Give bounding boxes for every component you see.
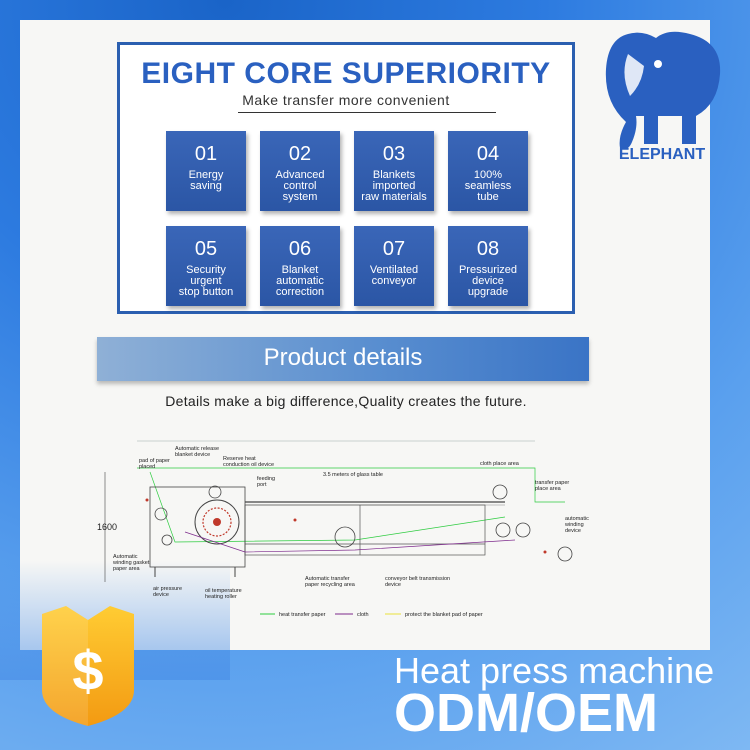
tile-number: 08	[476, 238, 500, 260]
label-pad-paper: pad of paper	[139, 458, 170, 464]
tile-number: 07	[382, 238, 406, 260]
label-reserve-heat-2: conduction oil device	[223, 462, 274, 468]
feature-tile: 03 Blankets imported raw materials	[354, 131, 434, 211]
feature-tile: 05 Security urgent stop button	[166, 226, 246, 306]
label-pad-paper-2: placed	[139, 464, 155, 470]
label-cloth-place: cloth place area	[480, 461, 520, 467]
core-subtitle: Make transfer more convenient	[242, 92, 450, 108]
feature-tile: 06 Blanket automatic correction	[260, 226, 340, 306]
brand-name: ELEPHANT	[618, 146, 706, 163]
tile-label: Blankets imported raw materials	[361, 169, 427, 203]
transfer-paper-path	[137, 467, 565, 503]
tile-number: 04	[476, 143, 500, 165]
label-auto-winding: automatic	[565, 516, 589, 522]
height-label: 1600	[97, 522, 117, 532]
label-glass-table: 3.5 meters of glass table	[323, 472, 383, 478]
tile-label: Security urgent stop button	[178, 264, 234, 298]
feature-tile: 01 Energy saving	[166, 131, 246, 211]
banner-title: Product details	[263, 344, 423, 371]
core-superiority-panel: EIGHT CORE SUPERIORITY Make transfer mor…	[117, 42, 575, 314]
tile-number: 05	[194, 238, 218, 260]
label-auto-release-2: blanket device	[175, 452, 210, 458]
feature-tile: 08 Pressurized device upgrade	[448, 226, 528, 306]
feature-tile: 07 Ventilated conveyor	[354, 226, 434, 306]
product-title: Heat press machine	[394, 650, 715, 691]
tile-number: 02	[288, 143, 312, 165]
label-oil-temp-2: heating roller	[205, 594, 237, 600]
label-air-pressure: air pressure	[153, 586, 182, 592]
label-reserve-heat: Reserve heat	[223, 456, 256, 462]
label-feeding: feeding	[257, 476, 275, 482]
tile-label: Ventilated conveyor	[369, 264, 419, 287]
tile-number: 01	[194, 143, 218, 165]
legend-label: protect the blanket pad of paper	[405, 612, 483, 618]
tile-number: 03	[382, 143, 406, 165]
tile-label: 100% seamless tube	[464, 169, 512, 203]
tile-number: 06	[288, 238, 312, 260]
label-auto-gasket-3: paper area	[113, 566, 141, 572]
tile-label: Energy saving	[188, 169, 224, 192]
label-auto-winding-3: device	[565, 528, 581, 534]
label-auto-release: Automatic release	[175, 446, 219, 452]
machine-diagram: 1600 Automatic release blanket device Re…	[97, 440, 589, 618]
tile-label: Advanced control system	[275, 169, 325, 203]
label-air-pressure-2: device	[153, 592, 169, 598]
dollar-icon: $	[42, 606, 134, 726]
label-oil-temp: oil temperature	[205, 588, 242, 594]
tile-label: Pressurized device upgrade	[458, 264, 518, 298]
legend-label: heat transfer paper	[279, 612, 326, 618]
divider	[238, 112, 496, 113]
label-transfer-paper-2: place area	[535, 486, 562, 492]
label-auto-transfer: Automatic transfer	[305, 576, 350, 582]
label-auto-gasket-2: winding gasket	[112, 560, 150, 566]
label-transfer-paper: transfer paper	[535, 480, 569, 486]
label-auto-transfer-2: paper recycling area	[305, 582, 356, 588]
odm-oem-label: ODM/OEM	[394, 683, 658, 743]
label-auto-winding-2: winding	[564, 522, 584, 528]
label-auto-gasket: Automatic	[113, 554, 138, 560]
label-conveyor: conveyor belt transmission	[385, 576, 450, 582]
elephant-logo-icon	[605, 31, 721, 150]
tile-label: Blanket automatic correction	[275, 264, 325, 298]
conveyor-frame	[244, 504, 486, 556]
feature-tile: 02 Advanced control system	[260, 131, 340, 211]
heating-roller	[194, 499, 240, 545]
feature-tile: 04 100% seamless tube	[448, 131, 528, 211]
core-title: EIGHT CORE SUPERIORITY	[141, 57, 551, 90]
main-frame	[149, 486, 246, 568]
label-feeding-2: port	[257, 482, 267, 488]
product-details-banner: Product details	[97, 337, 589, 381]
cloth-path	[184, 531, 516, 553]
svg-text:$: $	[72, 639, 103, 702]
tagline: Details make a big difference,Quality cr…	[165, 393, 527, 409]
label-conveyor-2: device	[385, 582, 401, 588]
legend-label: cloth	[357, 612, 369, 618]
